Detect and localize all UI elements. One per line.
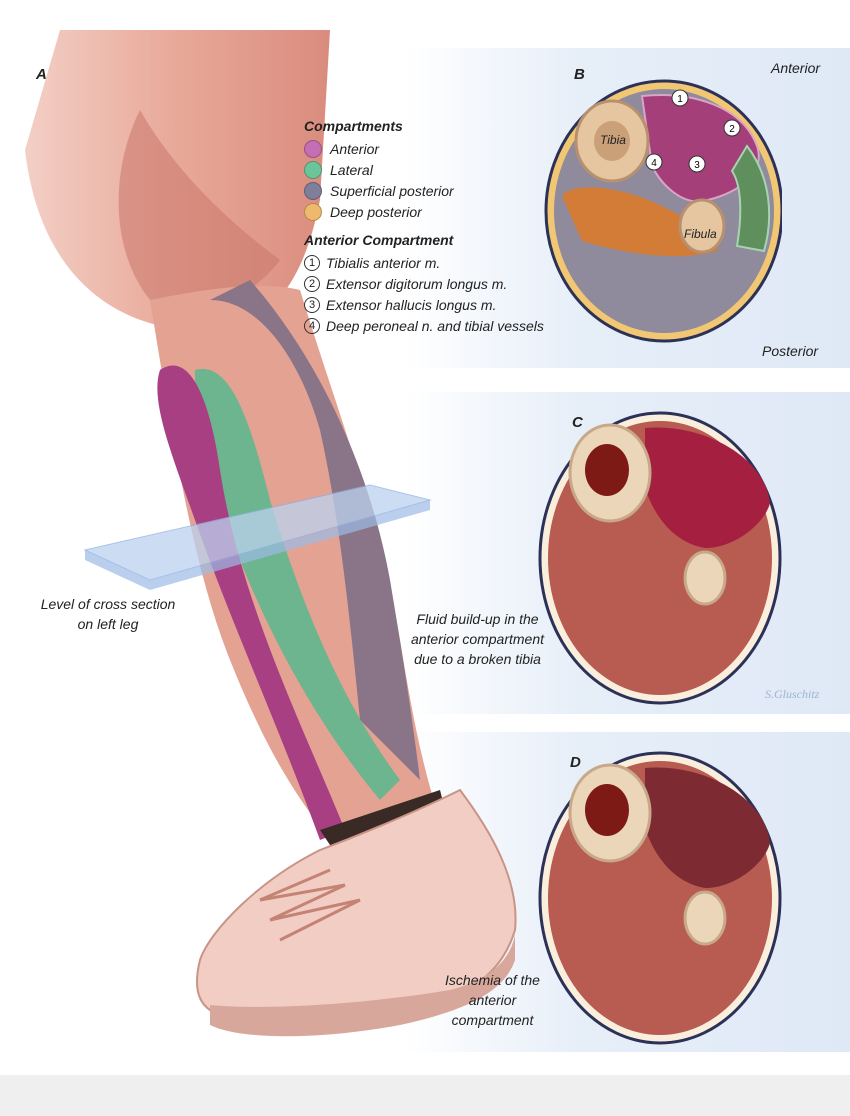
shoe-laces [259, 868, 361, 942]
posterior-compartment [210, 280, 420, 780]
cross-section-c [538, 411, 782, 705]
posterior-orientation-label: Posterior [762, 343, 819, 359]
anterior-item-number: 2 [304, 275, 320, 292]
anterior-item-2: 2 Extensor digitorum longus m. [304, 273, 604, 294]
legend: Compartments Anterior Lateral Superficia… [304, 118, 604, 336]
anterior-orientation-label: Anterior [771, 60, 821, 76]
footer-bar [0, 1075, 850, 1116]
legend-item-deep-posterior: Deep posterior [304, 201, 604, 222]
anterior-item-1: 1 Tibialis anterior m. [304, 252, 604, 273]
legend-item-label: Anterior [330, 140, 380, 157]
legend-swatch [304, 202, 322, 221]
cross-section-b: 1 2 3 4 [544, 79, 782, 343]
panel-c-letter: C [572, 414, 583, 431]
svg-text:3: 3 [694, 160, 700, 171]
anterior-item-3: 3 Extensor hallucis longus m. [304, 294, 604, 315]
anterior-item-number: 1 [304, 254, 320, 271]
anterior-item-number: 3 [304, 296, 320, 313]
legend-item-lateral: Lateral [304, 159, 604, 180]
legend-item-label: Deep posterior [330, 203, 422, 220]
panel-b-letter: B [574, 66, 585, 83]
anterior-item-4: 4 Deep peroneal n. and tibial vessels [304, 315, 604, 336]
svg-text:2: 2 [729, 124, 735, 135]
anterior-item-label: Extensor hallucis longus m. [326, 296, 497, 313]
svg-text:4: 4 [651, 158, 657, 169]
legend-swatch [304, 139, 322, 158]
legend-item-label: Lateral [330, 161, 373, 178]
fibula-label: Fibula [684, 227, 717, 241]
leg-illustration [25, 30, 517, 1037]
legend-swatch [304, 160, 322, 179]
legend-swatch [304, 181, 322, 200]
legend-item-anterior: Anterior [304, 138, 604, 159]
legend-item-label: Superficial posterior [330, 182, 454, 199]
section-c-fibula [683, 550, 727, 606]
tibia-label: Tibia [600, 133, 626, 147]
section-d-fibula [683, 890, 727, 946]
legend-compartments-title: Compartments [304, 118, 403, 134]
anterior-item-label: Tibialis anterior m. [326, 254, 441, 271]
legend-item-superficial-posterior: Superficial posterior [304, 180, 604, 201]
knee-shadow [118, 110, 280, 308]
anterior-item-number: 4 [304, 317, 320, 334]
anterior-item-label: Extensor digitorum longus m. [326, 275, 508, 292]
section-d-anterior [645, 767, 770, 888]
artist-signature: S.Gluschitz [765, 687, 820, 701]
section-c-anterior [645, 427, 770, 548]
section-b-lateral [730, 144, 771, 253]
cross-section-d [538, 751, 782, 1045]
panel-d-caption: Ischemia of the anterior compartment [445, 972, 540, 1028]
panel-d-letter: D [570, 754, 581, 771]
legend-anterior-title: Anterior Compartment [304, 232, 454, 248]
svg-text:1: 1 [677, 94, 683, 105]
panel-a-letter: A [36, 66, 47, 83]
anterior-item-label: Deep peroneal n. and tibial vessels [326, 317, 544, 334]
anterior-compartment [157, 365, 345, 840]
section-b-deep-posterior [562, 187, 718, 257]
lateral-compartment [195, 368, 400, 800]
panel-a-caption: Level of cross section on left leg [40, 596, 176, 632]
section-b-fibula [678, 198, 726, 254]
panel-c-caption: Fluid build-up in the anterior compartme… [410, 611, 545, 667]
